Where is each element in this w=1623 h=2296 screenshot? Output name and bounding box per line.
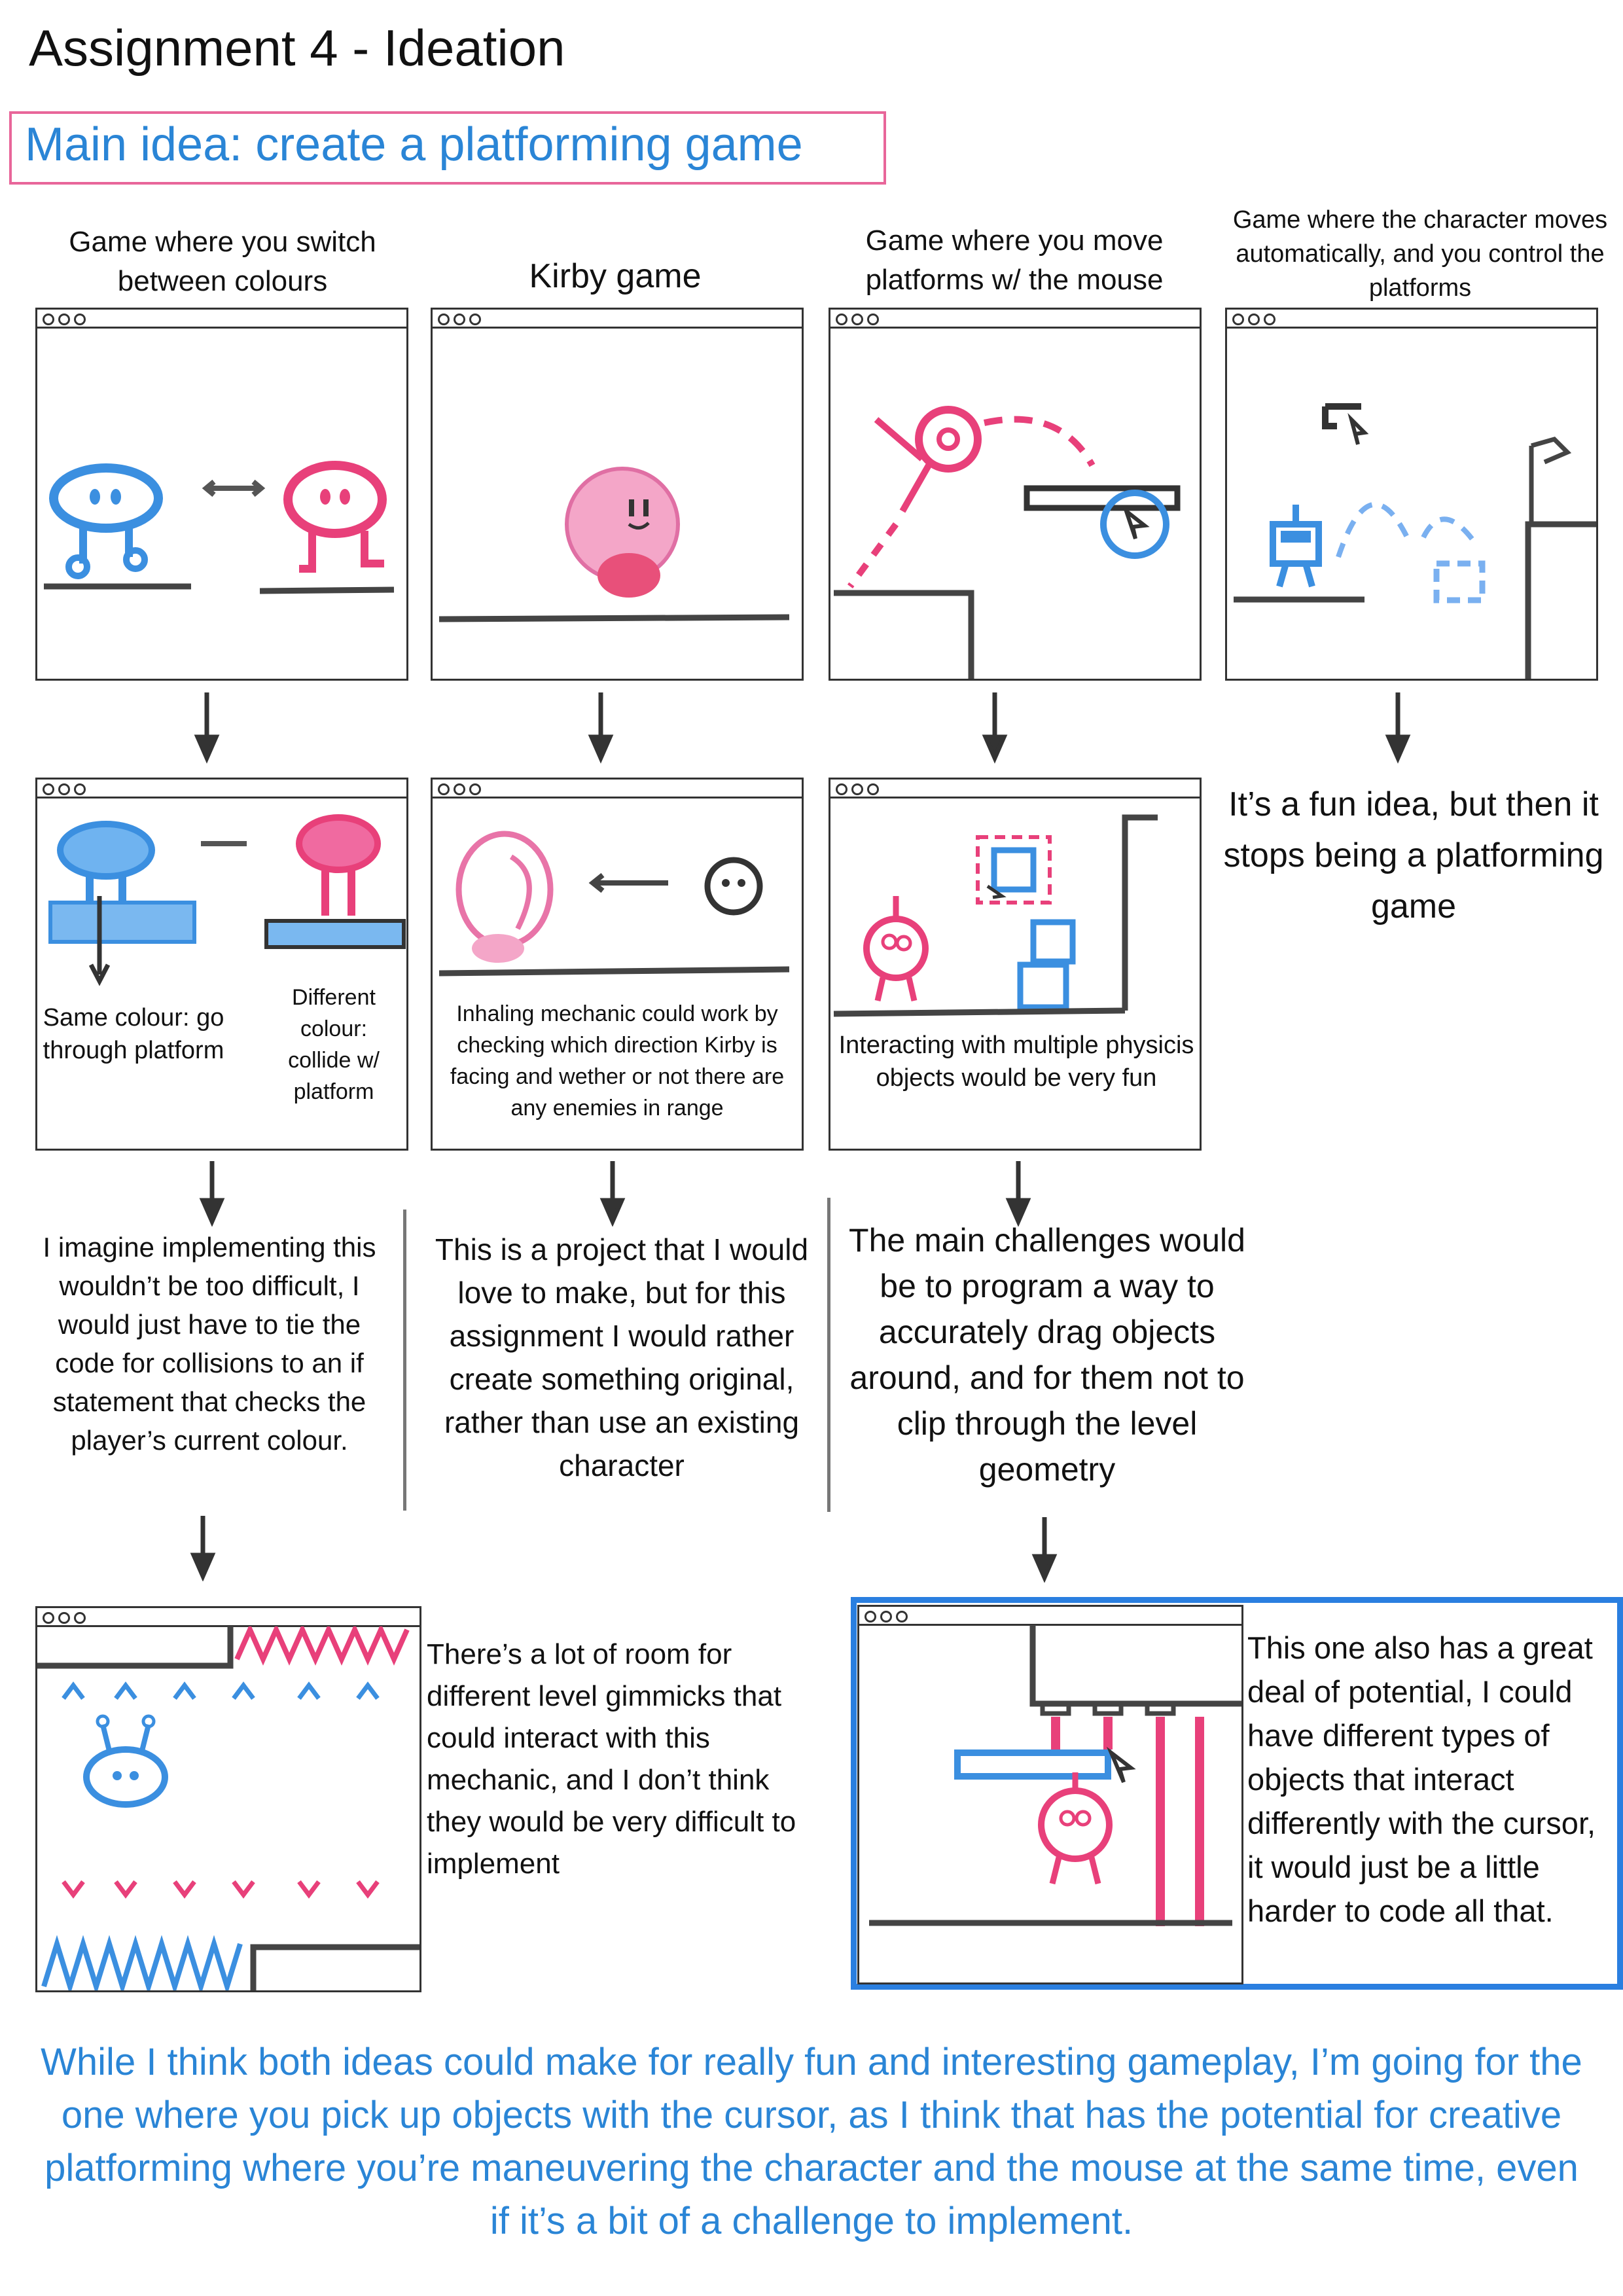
sketch-window-colour-switch — [35, 308, 408, 681]
auto-character-sketch — [1234, 403, 1596, 679]
sketch-window-cursor-objects — [857, 1605, 1243, 1984]
caption-same-colour: Same colour: go through platform — [43, 1004, 224, 1064]
main-idea: Main idea: create a platforming game — [25, 118, 803, 171]
move-platforms-sketch — [834, 406, 1181, 679]
down-arrow-icon — [1005, 1161, 1031, 1227]
down-arrow-icon — [599, 1161, 626, 1227]
column-heading-auto-character: Game where the character moves automatic… — [1232, 206, 1608, 302]
down-arrow-icon — [194, 692, 220, 764]
sketch-window-physics — [829, 778, 1202, 1151]
main-idea-box — [9, 111, 886, 185]
down-arrow-icon — [1031, 1517, 1058, 1583]
sketch-window-kirby — [431, 308, 804, 681]
gravity-gimmick-sketch — [37, 1626, 419, 1990]
caption-physics-objects: Interacting with multiple physicis objec… — [838, 1031, 1194, 1092]
column-heading-colour-switch: Game where you switch between colours — [69, 226, 376, 297]
colour-collision-sketch — [48, 814, 406, 986]
cursor-objects-note: This one also has a great deal of potent… — [1247, 1630, 1596, 1928]
sketch-window-gravity-gimmick — [35, 1606, 421, 1992]
divider-line — [403, 1210, 406, 1511]
kirby-note: This is a project that I would love to m… — [435, 1232, 809, 1482]
caption-different-colour: Different colour: collide w/ platform — [288, 985, 380, 1104]
colour-switch-note: I imagine implementing this wouldn’t be … — [43, 1232, 376, 1456]
chosen-idea-frame — [851, 1597, 1623, 1990]
down-arrow-icon — [588, 692, 614, 764]
cursor-objects-sketch — [869, 1625, 1241, 1926]
down-arrow-icon — [1385, 692, 1411, 764]
column-heading-kirby: Kirby game — [529, 257, 702, 295]
sketch-window-kirby-inhale — [431, 778, 804, 1151]
kirby-sketch — [438, 467, 790, 622]
colour-switch-sketch — [44, 461, 395, 594]
down-arrow-icon — [199, 1161, 225, 1227]
move-platforms-note: The main challenges would be to program … — [849, 1222, 1245, 1488]
physics-sketch — [833, 814, 1158, 1017]
sketch-window-move-platforms — [829, 308, 1202, 681]
gravity-gimmick-note: There’s a lot of room for different leve… — [427, 1638, 796, 1880]
divider-line — [827, 1198, 830, 1512]
conclusion-text: While I think both ideas could make for … — [41, 2041, 1582, 2242]
auto-character-verdict: It’s a fun idea, but then it stops being… — [1223, 785, 1604, 925]
sketch-window-auto-character — [1225, 308, 1598, 681]
down-arrow-icon — [982, 692, 1008, 764]
kirby-inhale-sketch — [438, 831, 790, 977]
page-title: Assignment 4 - Ideation — [29, 19, 565, 77]
caption-inhaling-mechanic: Inhaling mechanic could work by checking… — [450, 1001, 785, 1121]
down-arrow-icon — [190, 1516, 216, 1581]
sketch-window-colour-collision — [35, 778, 408, 1151]
column-heading-move-platforms: Game where you move platforms w/ the mou… — [865, 224, 1164, 296]
